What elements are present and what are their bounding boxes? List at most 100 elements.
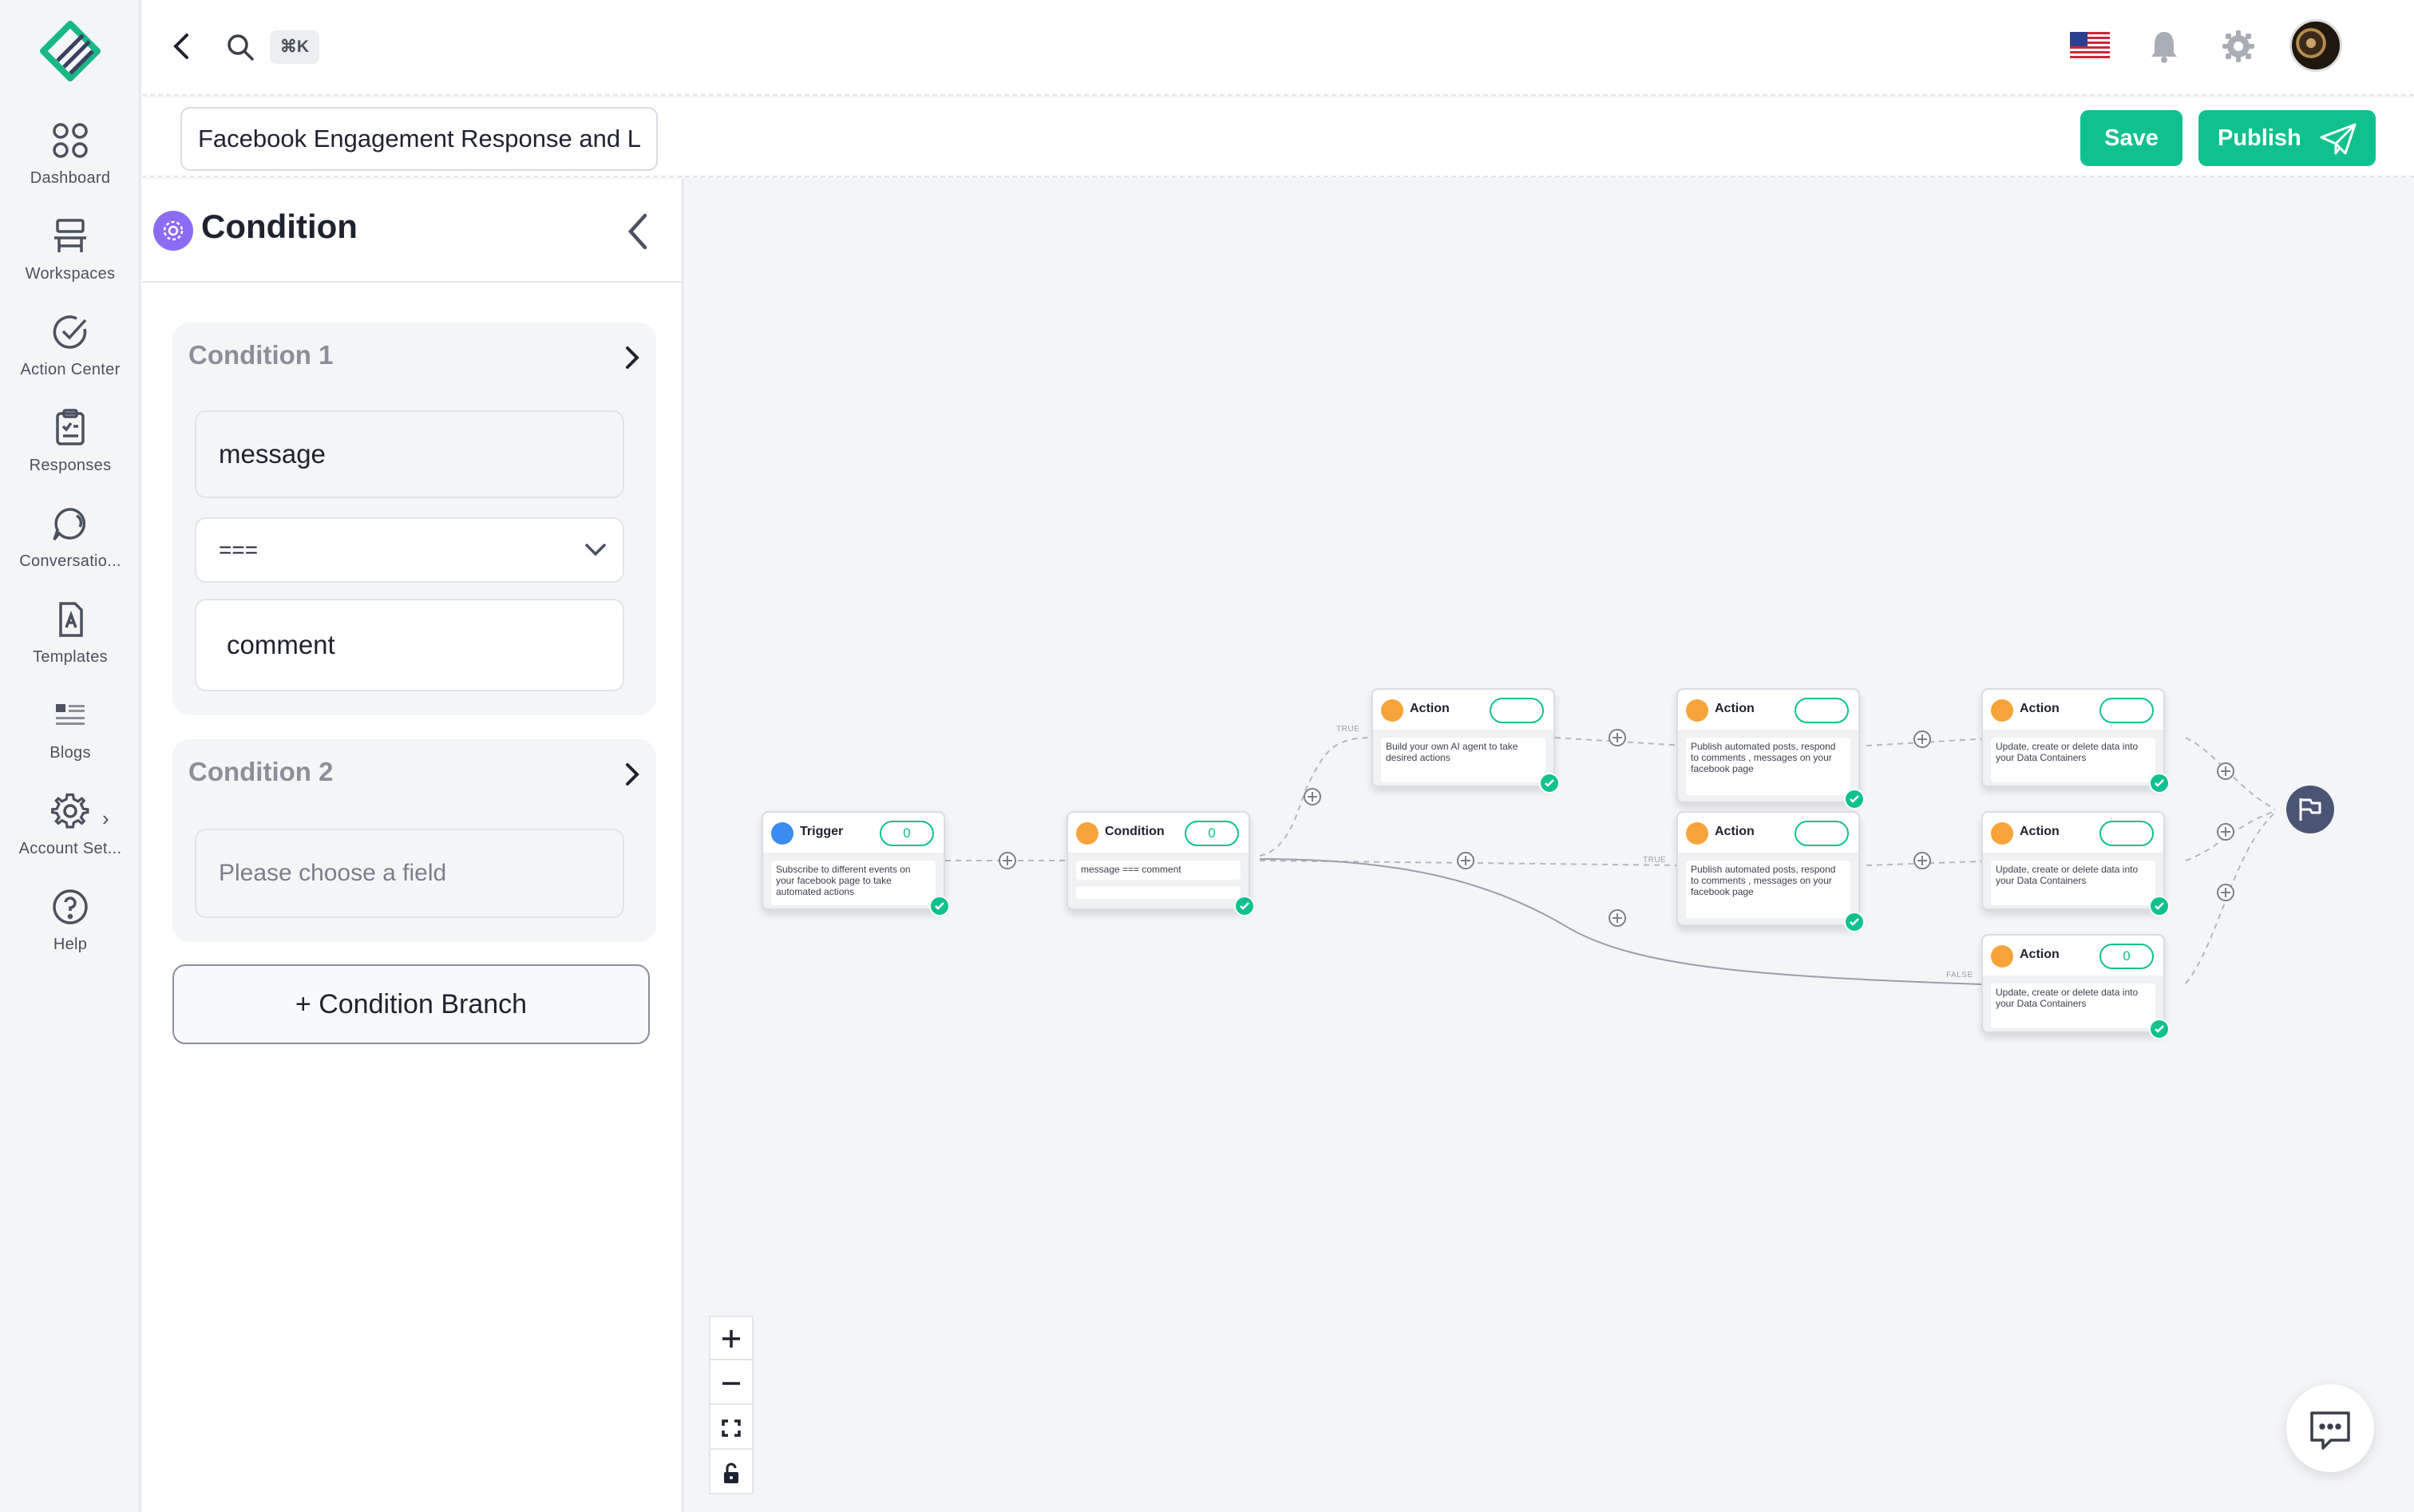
node-toggle[interactable] [1490,698,1544,723]
action-node-facebook[interactable]: Action Publish automated posts, respond … [1676,811,1865,932]
add-step-plus-icon[interactable] [1913,730,1932,749]
check-icon [2149,1019,2170,1039]
node-description: Update, create or delete data into your … [1991,738,2155,782]
add-step-plus-icon[interactable] [1303,787,1322,806]
node-toggle[interactable] [1795,821,1849,846]
data-container-icon [1991,945,2013,968]
chevron-right-icon[interactable]: › [102,806,109,830]
edge-label-false: FALSE [1946,971,1973,980]
node-description: Publish automated posts, respond to comm… [1686,738,1850,795]
add-step-plus-icon[interactable] [1608,908,1627,928]
trigger-node[interactable]: Trigger 0 Subscribe to different events … [762,811,950,916]
nav-label: Responses [29,457,112,474]
condition-panel: Condition Condition 1 message === commen… [142,179,683,1512]
operator-value: === [219,537,259,562]
action-node-data-container[interactable]: Action Update, create or delete data int… [1981,811,2170,916]
nav-label: Blogs [49,744,91,762]
nav-label: Account Set... [18,840,122,857]
condition-node[interactable]: Condition 0 message === comment [1067,811,1255,916]
panel-title: Condition [201,208,358,245]
nav-item-templates[interactable]: Templates [0,599,140,687]
save-button[interactable]: Save [2080,110,2182,166]
lock-view-button[interactable] [710,1451,752,1494]
template-file-icon [59,602,83,637]
condition-gear-icon [153,211,193,251]
add-step-plus-icon[interactable] [1608,728,1627,747]
node-title: Action [1410,702,1450,715]
settings-gear-icon[interactable] [2221,29,2256,64]
nav-item-blogs[interactable]: Blogs [0,695,140,782]
workflow-name-input[interactable] [180,107,658,171]
condition-operator-select[interactable]: === [195,517,624,583]
node-toggle[interactable]: 0 [1185,821,1239,846]
collapse-panel-icon[interactable] [621,211,656,252]
nav-item-help[interactable]: Help [0,886,140,974]
end-flag-node[interactable] [2286,786,2334,833]
add-step-plus-icon[interactable] [2216,822,2235,841]
check-icon [1844,789,1865,809]
node-toggle[interactable] [1795,698,1849,723]
action-node-facebook[interactable]: Action Publish automated posts, respond … [1676,688,1865,809]
node-title: Action [2020,948,2060,961]
nav-item-action-center[interactable]: Action Center [0,311,140,399]
avatar[interactable] [2289,19,2342,72]
chat-support-button[interactable] [2286,1384,2374,1472]
node-title: Action [1715,702,1755,715]
nav-item-responses[interactable]: Responses [0,407,140,495]
node-toggle[interactable] [2099,821,2154,846]
back-arrow-icon[interactable] [166,29,198,64]
edge-label-true: TRUE [1336,725,1360,734]
fit-view-button[interactable] [710,1407,752,1450]
node-title: Action [2020,702,2060,715]
data-container-icon [1991,822,2013,845]
condition-value-input[interactable]: comment [195,599,624,691]
action-node-data-container[interactable]: Action Update, create or delete data int… [1981,688,2170,794]
add-step-plus-icon[interactable] [2216,883,2235,902]
zoom-out-button[interactable] [710,1362,752,1405]
flag-icon [2299,798,2321,821]
zoom-in-button[interactable] [710,1317,752,1360]
facebook-icon [1686,699,1708,722]
nav-label: Dashboard [30,169,111,187]
us-flag-icon[interactable] [2070,32,2110,61]
data-container-icon [1991,699,2013,722]
search-icon[interactable] [225,32,255,62]
add-step-plus-icon[interactable] [1913,851,1932,870]
chat-bubble-icon [53,508,86,541]
facebook-icon [771,822,793,845]
action-node-ai-agent[interactable]: Action Build your own AI agent to take d… [1371,688,1560,794]
node-toggle[interactable] [2099,698,2154,723]
condition-field-input[interactable]: Please choose a field [195,829,624,918]
node-title: Condition [1105,825,1165,838]
node-title: Action [2020,825,2060,838]
node-toggle[interactable]: 0 [880,821,934,846]
action-node-data-container[interactable]: Action 0 Update, create or delete data i… [1981,934,2170,1039]
chevron-right-icon[interactable] [619,342,643,374]
nav-item-conversations[interactable]: Conversatio... [0,503,140,591]
condition-field-input[interactable]: message [195,410,624,498]
nav-label: Help [53,936,88,953]
node-description: message === comment [1076,861,1241,880]
publish-button[interactable]: Publish [2198,110,2376,166]
chevron-right-icon[interactable] [619,758,643,790]
workflow-canvas[interactable]: TRUE TRUE FALSE Trigger 0 Subscribe to d… [685,179,2414,1512]
app-logo[interactable] [34,19,107,86]
add-step-plus-icon[interactable] [998,851,1017,870]
add-step-plus-icon[interactable] [2216,762,2235,781]
node-toggle[interactable]: 0 [2099,944,2154,969]
add-condition-branch-button[interactable]: + Condition Branch [172,964,650,1044]
lock-icon [724,1463,738,1483]
plus-icon [722,1330,740,1348]
nav-item-account-settings[interactable]: › Account Set... [0,790,140,878]
condition-title: Condition 2 [188,757,334,786]
nav-item-dashboard[interactable]: Dashboard [0,120,140,208]
nav-item-workspaces[interactable]: Workspaces [0,216,140,303]
check-icon [929,896,950,916]
condition-card-2: Condition 2 Please choose a field [172,739,656,942]
add-step-plus-icon[interactable] [1456,851,1475,870]
check-icon [1844,912,1865,932]
question-circle-icon [53,889,88,924]
nav-label: Action Center [20,361,121,378]
grid-icon [53,123,88,158]
bell-icon[interactable] [2146,27,2182,65]
